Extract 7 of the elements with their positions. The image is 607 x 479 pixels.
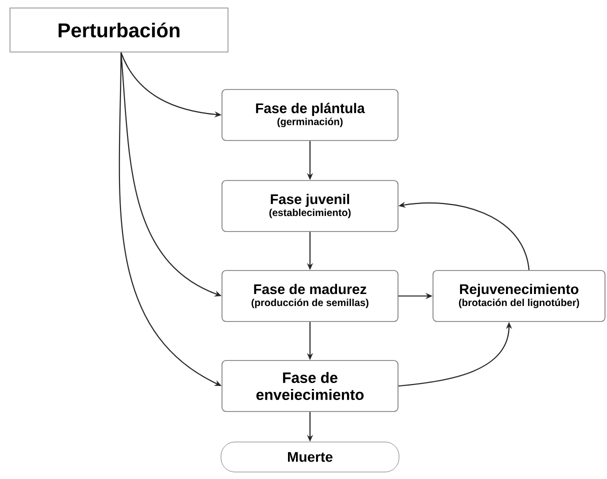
process-box: Fase de plántula (germinación) <box>222 89 398 141</box>
terminal-box: Muerte <box>220 442 400 472</box>
process-box: Fase de enveiecimiento <box>222 360 398 412</box>
process-box: Fase de madurez (producción de semillas) <box>222 270 398 322</box>
process-box: Rejuvenecimiento (brotación del lignotúber) <box>432 270 606 322</box>
process-box: Fase juvenil (establecimiento) <box>222 180 398 232</box>
process-box: Perturbación <box>10 8 228 52</box>
